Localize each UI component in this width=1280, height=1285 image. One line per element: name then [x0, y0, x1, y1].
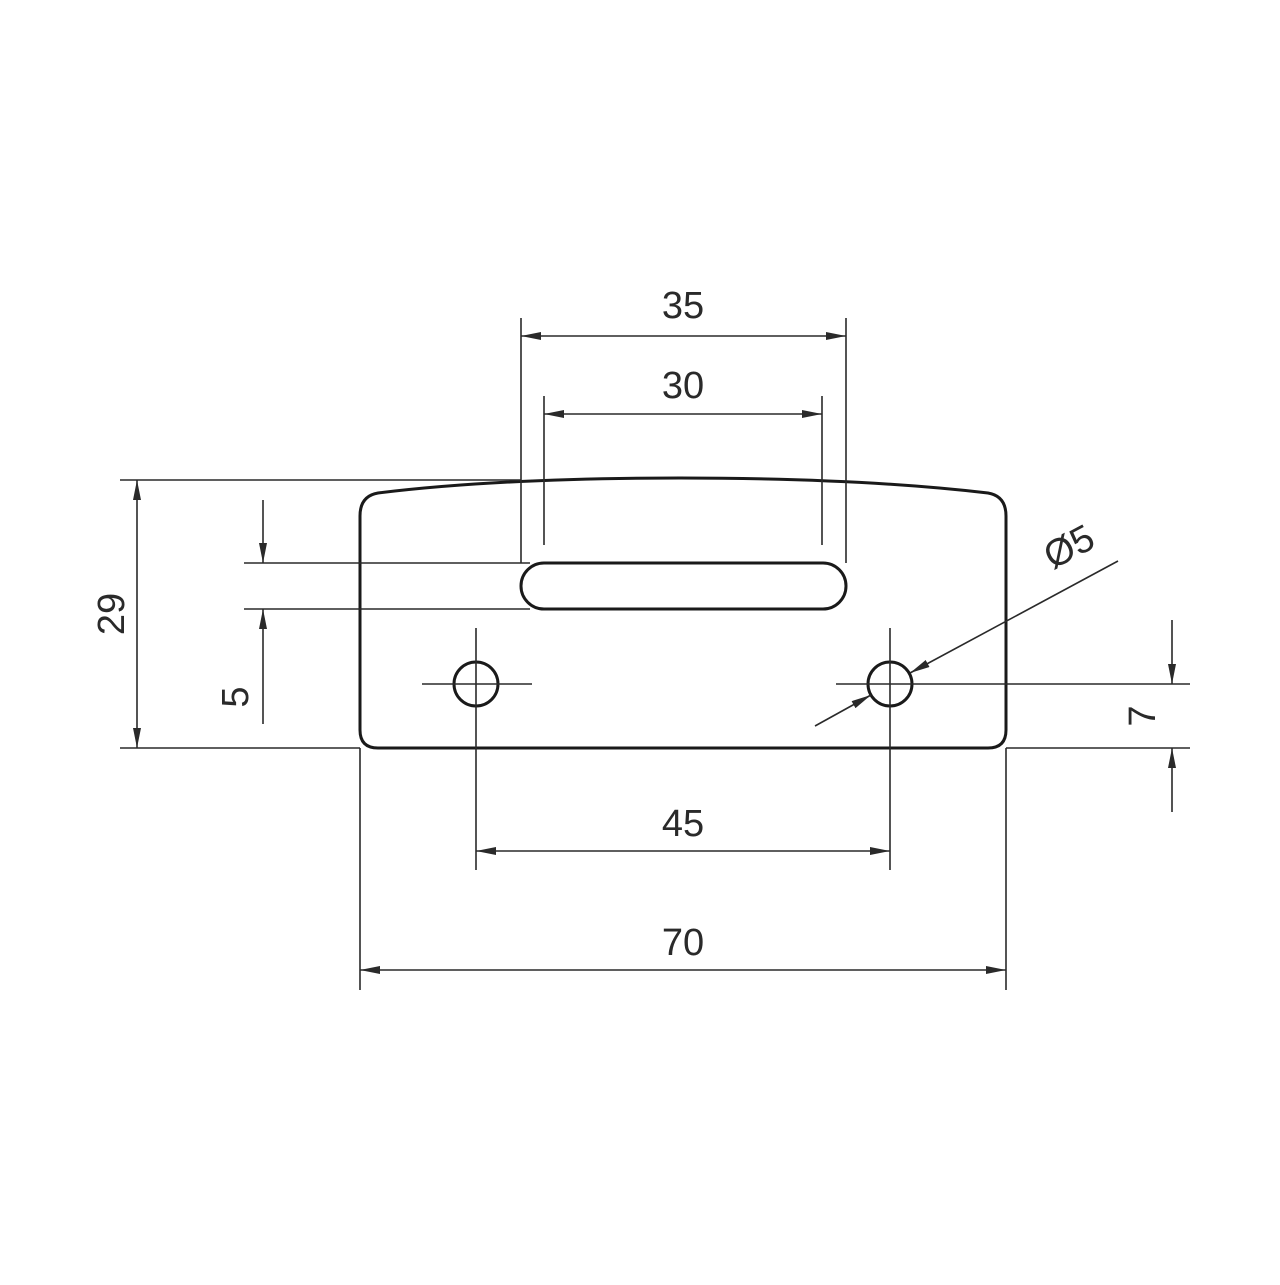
- dimension-slot-inner: 30: [543, 365, 823, 545]
- dimension-slot-height: 5: [215, 500, 530, 724]
- dimension-hole-offset: 7: [1006, 620, 1190, 812]
- slot: [519, 561, 848, 611]
- dimension-label-45: 45: [662, 803, 704, 845]
- dimension-label-5: 5: [215, 686, 257, 707]
- dimension-label-30: 30: [662, 365, 704, 407]
- dimension-total-height: 29: [91, 479, 521, 749]
- dimension-label-29: 29: [91, 593, 133, 635]
- dimension-hole-spacing: 45: [476, 803, 890, 855]
- dimension-label-70: 70: [662, 922, 704, 964]
- dimension-label-7: 7: [1122, 705, 1164, 726]
- plate-outline: [358, 476, 1008, 750]
- dimension-label-diameter: Ø5: [1037, 517, 1101, 578]
- dimension-label-35: 35: [662, 285, 704, 327]
- hole-center-lines: [422, 628, 1190, 870]
- dimension-slot-outer: 35: [520, 285, 847, 563]
- dimension-total-width: 70: [359, 748, 1007, 990]
- dimension-hole-diameter: Ø5: [814, 517, 1119, 727]
